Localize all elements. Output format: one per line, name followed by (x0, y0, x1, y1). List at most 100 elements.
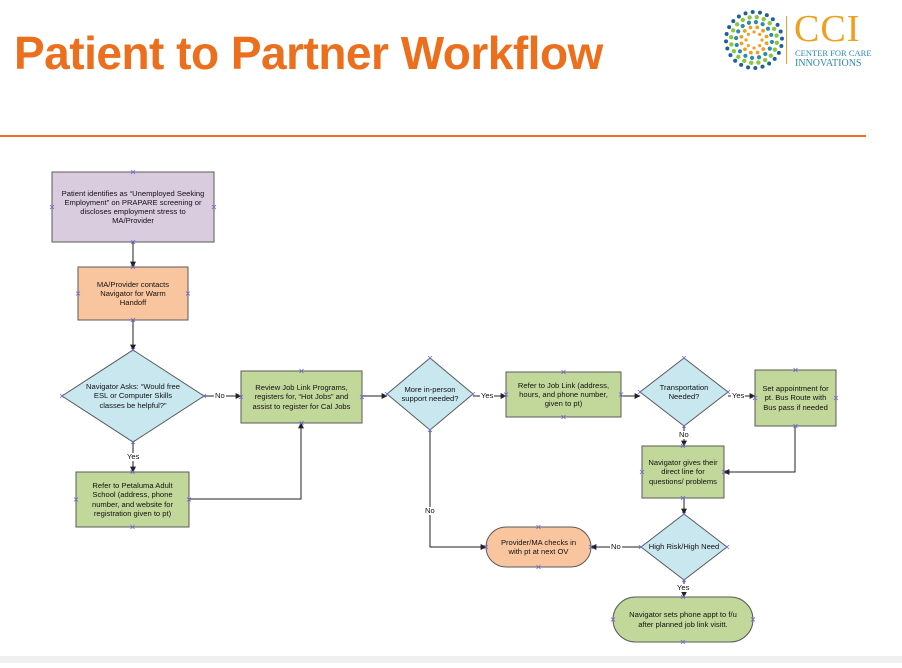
logo-dot (736, 14, 741, 19)
connection-point-n9-0 (793, 367, 798, 373)
logo-dot (746, 32, 750, 36)
logo-dot (737, 49, 743, 54)
logo-dot (742, 29, 747, 33)
logo-dot (746, 44, 750, 48)
logo-dot (779, 43, 784, 48)
flow-node-n6-decision (386, 357, 474, 431)
logo-dot (734, 42, 739, 48)
connection-point-n9-3 (752, 395, 758, 401)
cci-logo: CCI CENTER FOR CARE INNOVATIONS (722, 8, 882, 72)
connection-point-n12-3 (483, 544, 489, 550)
connection-point-n6-1 (470, 391, 476, 397)
connection-point-n8-0 (681, 355, 687, 361)
logo-dot (746, 65, 751, 70)
logo-dot (744, 38, 748, 42)
connection-point-n2-3 (75, 291, 81, 296)
logo-dot (762, 57, 768, 63)
flow-node-n5-process (240, 370, 363, 424)
flow-node-n11-decision (640, 513, 728, 581)
connection-point-n5-1 (359, 394, 365, 400)
connection-point-n1-2 (130, 239, 136, 245)
logo-dot (724, 39, 729, 44)
logo-dot (760, 38, 764, 42)
logo-dot (761, 47, 766, 51)
flow-node-n13-terminal (612, 596, 754, 643)
logo-dot (742, 58, 747, 64)
connector-label-e14: No (610, 542, 622, 551)
logo-dot (767, 20, 772, 26)
connection-point-n11-1 (724, 544, 730, 550)
sunburst-logo-icon (724, 10, 784, 70)
connection-point-n4-2 (130, 524, 135, 530)
flow-node-n7-process (505, 371, 622, 418)
logo-dot (758, 44, 762, 48)
logo-dot (774, 40, 780, 45)
logo-dot (761, 16, 766, 22)
title-divider (0, 135, 866, 137)
logo-dot (761, 28, 765, 33)
logo-dot (755, 50, 760, 55)
logo-dot (731, 48, 737, 54)
connector-label-e15: Yes (676, 583, 691, 592)
flow-node-n1-process (51, 171, 215, 243)
logo-dot (776, 50, 781, 55)
logo-dot (739, 41, 744, 46)
connection-point-n6-0 (427, 355, 433, 361)
connection-point-n2-0 (130, 264, 136, 270)
logo-name-line-1: CENTER FOR CARE (795, 48, 872, 58)
connection-point-n3-0 (130, 347, 136, 353)
logo-dot (754, 14, 759, 20)
logo-dot (758, 32, 762, 36)
logo-dot (760, 22, 765, 27)
connection-point-n5-2 (299, 420, 304, 426)
connection-point-n9-2 (793, 423, 798, 429)
connection-point-n13-2 (680, 639, 686, 645)
connection-point-n7-3 (503, 392, 509, 397)
connection-point-n6-2 (427, 427, 433, 433)
logo-dot (734, 22, 740, 27)
logo-dot (736, 54, 741, 60)
flow-connector-n4-to-n5 (189, 422, 304, 500)
logo-dot (750, 10, 755, 15)
flow-node-n8-decision (639, 357, 729, 427)
logo-dot (775, 22, 780, 27)
logo-dot (771, 26, 777, 32)
logo-dot (764, 34, 769, 39)
connection-point-n4-0 (130, 469, 135, 475)
logo-dot (743, 11, 748, 16)
connection-point-n8-2 (681, 423, 687, 429)
logo-dot (772, 56, 777, 61)
logo-dot (736, 29, 741, 34)
connection-point-n12-2 (536, 564, 541, 570)
logo-dot (729, 42, 734, 47)
flow-node-n2-process (77, 266, 189, 321)
logo-dot (740, 17, 746, 23)
logo-dot (746, 20, 752, 25)
connection-point-n10-2 (680, 495, 686, 501)
flow-node-n12-terminal (485, 526, 592, 568)
connection-point-n4-3 (73, 497, 79, 502)
flow-node-n10-process (641, 445, 725, 499)
connection-point-n10-0 (680, 443, 686, 449)
logo-dot (764, 41, 769, 46)
logo-dot (728, 53, 733, 58)
logo-dot (752, 46, 756, 50)
logo-dot (753, 20, 759, 25)
connection-point-n12-1 (588, 544, 594, 550)
logo-dot (769, 32, 774, 38)
connection-point-n10-3 (639, 469, 645, 475)
connection-point-n2-1 (185, 291, 191, 296)
logo-dot (743, 47, 747, 52)
logo-dot (760, 64, 765, 69)
connection-point-n11-3 (638, 544, 644, 550)
logo-dot (768, 53, 774, 58)
logo-dot (772, 47, 778, 52)
connection-point-n11-0 (681, 511, 687, 517)
logo-dot (740, 23, 745, 29)
page-title: Patient to Partner Workflow (14, 27, 603, 79)
flow-node-n3-decision (61, 349, 205, 443)
logo-dot (739, 34, 744, 39)
connection-point-n11-2 (681, 577, 687, 583)
slide-bottom-edge (0, 656, 902, 663)
